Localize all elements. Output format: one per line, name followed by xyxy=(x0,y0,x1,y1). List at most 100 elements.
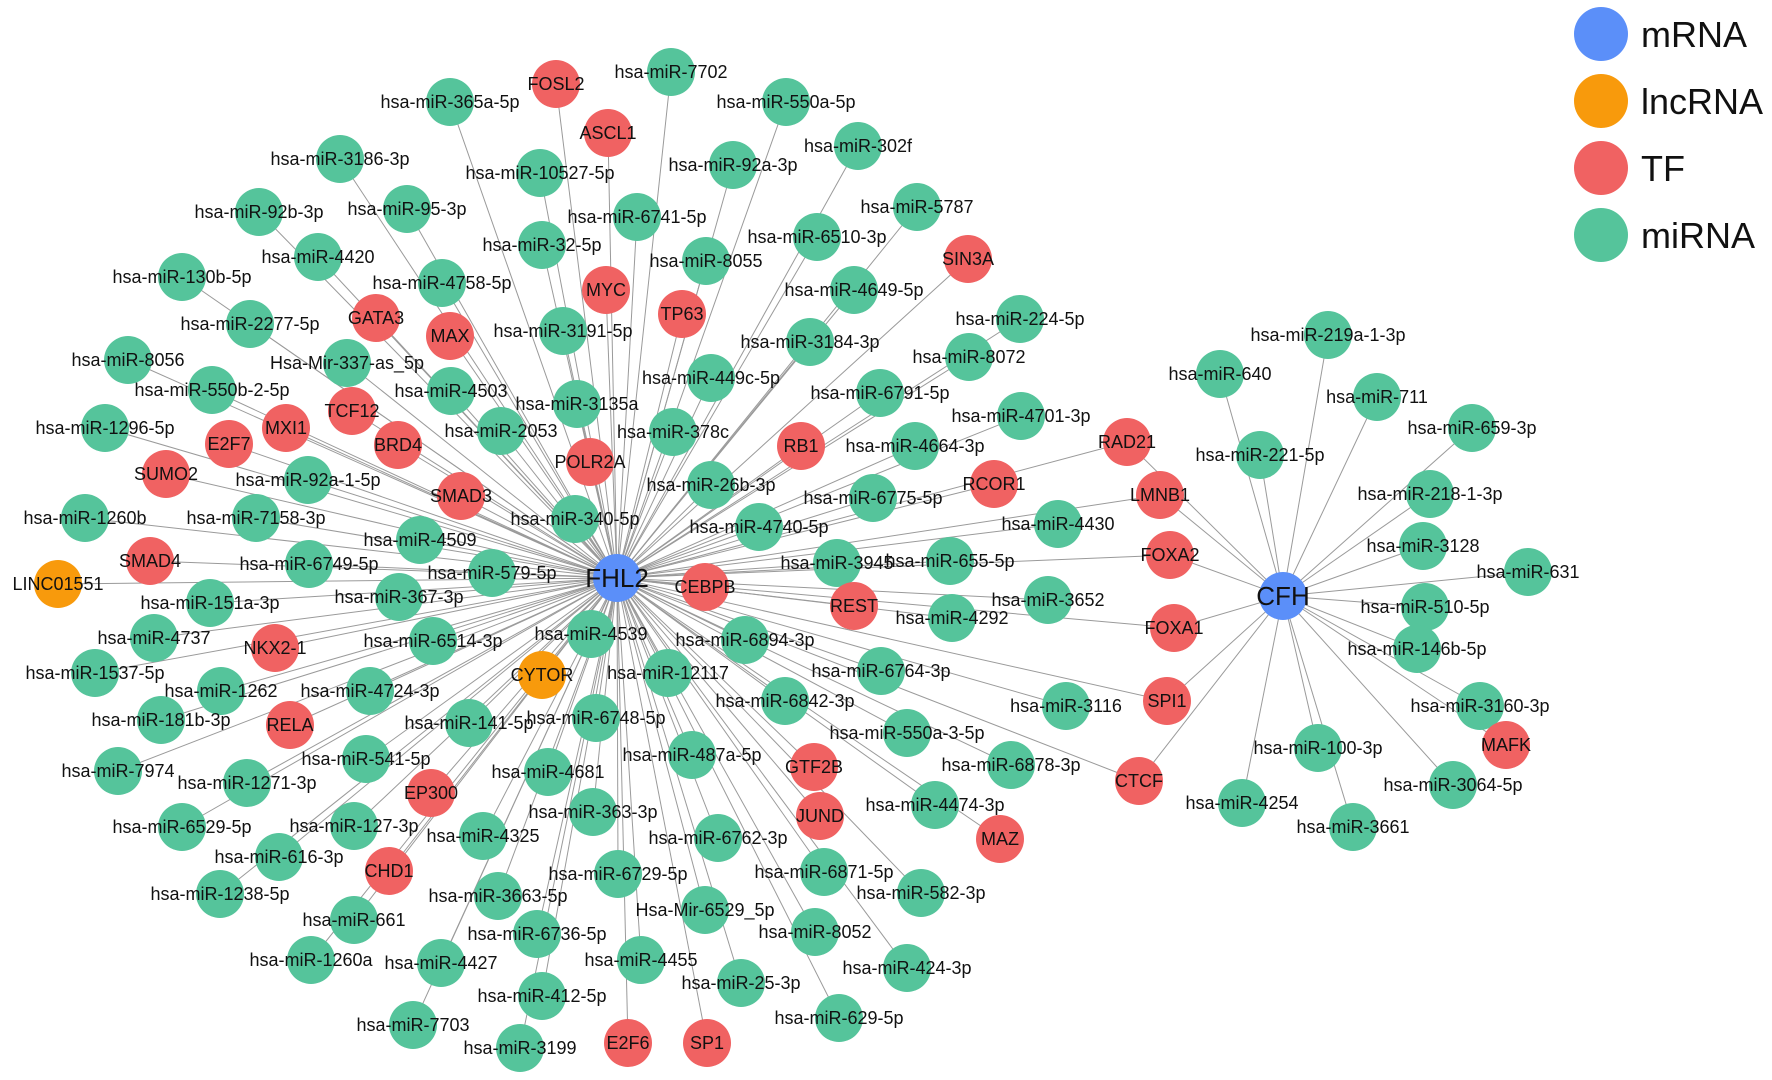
node-hsa-mir-6871-5p[interactable]: hsa-miR-6871-5p xyxy=(754,848,894,896)
node-rb1[interactable]: RB1 xyxy=(777,422,825,470)
node-hsa-mir-3199[interactable]: hsa-miR-3199 xyxy=(463,1024,577,1072)
node-lmnb1[interactable]: LMNB1 xyxy=(1130,471,1190,519)
node-hsa-mir-6878-3p[interactable]: hsa-miR-6878-3p xyxy=(941,741,1081,789)
node-hsa-mir-550b-2-5p[interactable]: hsa-miR-550b-2-5p xyxy=(134,366,290,414)
node-polr2a[interactable]: POLR2A xyxy=(554,438,626,486)
node-hsa-mir-7702[interactable]: hsa-miR-7702 xyxy=(614,48,728,96)
node-hsa-mir-510-5p[interactable]: hsa-miR-510-5p xyxy=(1360,583,1490,631)
node-spi1[interactable]: SPI1 xyxy=(1143,677,1191,725)
node-ep300[interactable]: EP300 xyxy=(404,769,458,817)
node-hsa-mir-92a-1-5p[interactable]: hsa-miR-92a-1-5p xyxy=(235,456,381,504)
node-hsa-mir-378c[interactable]: hsa-miR-378c xyxy=(617,408,729,456)
node-hsa-mir-412-5p[interactable]: hsa-miR-412-5p xyxy=(477,972,607,1020)
node-hsa-mir-4292[interactable]: hsa-miR-4292 xyxy=(895,594,1009,642)
node-hsa-mir-4430[interactable]: hsa-miR-4430 xyxy=(1001,500,1115,548)
node-hsa-mir-92b-3p[interactable]: hsa-miR-92b-3p xyxy=(194,188,324,236)
node-hsa-mir-6764-3p[interactable]: hsa-miR-6764-3p xyxy=(811,647,951,695)
node-hsa-mir-629-5p[interactable]: hsa-miR-629-5p xyxy=(774,994,904,1042)
node-hsa-mir-1271-3p[interactable]: hsa-miR-1271-3p xyxy=(177,759,317,807)
node-hsa-mir-6775-5p[interactable]: hsa-miR-6775-5p xyxy=(803,474,943,522)
node-hsa-mir-1296-5p[interactable]: hsa-miR-1296-5p xyxy=(35,404,175,452)
node-hsa-mir-340-5p[interactable]: hsa-miR-340-5p xyxy=(510,495,640,543)
node-hsa-mir-365a-5p[interactable]: hsa-miR-365a-5p xyxy=(380,78,520,126)
node-hsa-mir-3945[interactable]: hsa-miR-3945 xyxy=(780,539,894,587)
node-hsa-mir-1262[interactable]: hsa-miR-1262 xyxy=(164,667,278,715)
node-rest[interactable]: REST xyxy=(830,582,878,630)
node-hsa-mir-6736-5p[interactable]: hsa-miR-6736-5p xyxy=(467,910,607,958)
hub-node-fhl2[interactable]: FHL2 xyxy=(585,554,649,602)
node-smad3[interactable]: SMAD3 xyxy=(430,472,492,520)
node-hsa-mir-1238-5p[interactable]: hsa-miR-1238-5p xyxy=(150,870,290,918)
node-hsa-mir-631[interactable]: hsa-miR-631 xyxy=(1476,548,1580,596)
node-ascl1[interactable]: ASCL1 xyxy=(579,109,637,157)
node-hsa-mir-8052[interactable]: hsa-miR-8052 xyxy=(758,908,872,956)
node-hsa-mir-6741-5p[interactable]: hsa-miR-6741-5p xyxy=(567,193,707,241)
node-hsa-mir-3160-3p[interactable]: hsa-miR-3160-3p xyxy=(1410,682,1550,730)
node-hsa-mir-3652[interactable]: hsa-miR-3652 xyxy=(991,576,1105,624)
node-hsa-mir-12117[interactable]: hsa-miR-12117 xyxy=(607,649,729,697)
node-hsa-mir-4664-3p[interactable]: hsa-miR-4664-3p xyxy=(845,422,985,470)
node-hsa-mir-661[interactable]: hsa-miR-661 xyxy=(302,896,406,944)
node-hsa-mir-32-5p[interactable]: hsa-miR-32-5p xyxy=(482,221,602,269)
hub-node-cfh[interactable]: CFH xyxy=(1256,572,1310,620)
node-hsa-mir-3116[interactable]: hsa-miR-3116 xyxy=(1010,682,1122,730)
node-hsa-mir-337-as-5p[interactable]: Hsa-Mir-337-as_5p xyxy=(270,339,424,387)
node-hsa-mir-127-3p[interactable]: hsa-miR-127-3p xyxy=(289,802,419,850)
node-hsa-mir-6894-3p[interactable]: hsa-miR-6894-3p xyxy=(675,616,815,664)
node-hsa-mir-1260b[interactable]: hsa-miR-1260b xyxy=(23,494,147,542)
node-hsa-mir-367-3p[interactable]: hsa-miR-367-3p xyxy=(334,573,464,621)
node-hsa-mir-95-3p[interactable]: hsa-miR-95-3p xyxy=(347,185,467,233)
node-hsa-mir-579-5p[interactable]: hsa-miR-579-5p xyxy=(427,549,557,597)
node-sin3a[interactable]: SIN3A xyxy=(942,235,994,283)
node-fosl2[interactable]: FOSL2 xyxy=(527,60,585,108)
node-rad21[interactable]: RAD21 xyxy=(1098,418,1156,466)
node-hsa-mir-363-3p[interactable]: hsa-miR-363-3p xyxy=(528,788,658,836)
node-hsa-mir-582-3p[interactable]: hsa-miR-582-3p xyxy=(856,869,986,917)
node-hsa-mir-487a-5p[interactable]: hsa-miR-487a-5p xyxy=(622,731,762,779)
node-hsa-mir-616-3p[interactable]: hsa-miR-616-3p xyxy=(214,833,344,881)
node-cebpb[interactable]: CEBPB xyxy=(674,563,736,611)
node-hsa-mir-10527-5p[interactable]: hsa-miR-10527-5p xyxy=(465,149,615,197)
node-hsa-mir-4740-5p[interactable]: hsa-miR-4740-5p xyxy=(689,503,829,551)
node-hsa-mir-221-5p[interactable]: hsa-miR-221-5p xyxy=(1195,431,1325,479)
node-hsa-mir-92a-3p[interactable]: hsa-miR-92a-3p xyxy=(668,141,798,189)
node-foxa1[interactable]: FOXA1 xyxy=(1144,604,1204,652)
node-hsa-mir-25-3p[interactable]: hsa-miR-25-3p xyxy=(681,959,801,1007)
node-hsa-mir-4427[interactable]: hsa-miR-4427 xyxy=(384,939,498,987)
node-hsa-mir-6762-3p[interactable]: hsa-miR-6762-3p xyxy=(648,814,788,862)
node-hsa-mir-8072[interactable]: hsa-miR-8072 xyxy=(912,333,1026,381)
node-hsa-mir-181b-3p[interactable]: hsa-miR-181b-3p xyxy=(91,696,231,744)
node-hsa-mir-4539[interactable]: hsa-miR-4539 xyxy=(534,610,648,658)
node-brd4[interactable]: BRD4 xyxy=(374,421,422,469)
node-hsa-mir-4701-3p[interactable]: hsa-miR-4701-3p xyxy=(951,392,1091,440)
node-hsa-mir-4254[interactable]: hsa-miR-4254 xyxy=(1185,779,1299,827)
node-mafk[interactable]: MAFK xyxy=(1481,721,1531,769)
node-hsa-mir-4649-5p[interactable]: hsa-miR-4649-5p xyxy=(784,266,924,314)
node-hsa-mir-4758-5p[interactable]: hsa-miR-4758-5p xyxy=(372,259,512,307)
node-hsa-mir-4724-3p[interactable]: hsa-miR-4724-3p xyxy=(300,667,440,715)
node-linc01551[interactable]: LINC01551 xyxy=(12,560,104,608)
node-hsa-mir-224-5p[interactable]: hsa-miR-224-5p xyxy=(955,295,1085,343)
node-hsa-mir-3128[interactable]: hsa-miR-3128 xyxy=(1366,522,1480,570)
node-sp1[interactable]: SP1 xyxy=(683,1019,731,1067)
node-jund[interactable]: JUND xyxy=(796,792,844,840)
node-hsa-mir-4474-3p[interactable]: hsa-miR-4474-3p xyxy=(865,781,1005,829)
node-hsa-mir-449c-5p[interactable]: hsa-miR-449c-5p xyxy=(642,354,780,402)
node-e2f6[interactable]: E2F6 xyxy=(604,1019,652,1067)
node-hsa-mir-3184-3p[interactable]: hsa-miR-3184-3p xyxy=(740,318,880,366)
node-tp63[interactable]: TP63 xyxy=(658,290,706,338)
node-hsa-mir-3661[interactable]: hsa-miR-3661 xyxy=(1296,803,1410,851)
node-hsa-mir-6842-3p[interactable]: hsa-miR-6842-3p xyxy=(715,677,855,725)
node-hsa-mir-4503[interactable]: hsa-miR-4503 xyxy=(394,367,508,415)
node-hsa-mir-640[interactable]: hsa-miR-640 xyxy=(1168,350,1272,398)
node-hsa-mir-6529-5p[interactable]: Hsa-Mir-6529_5p xyxy=(635,886,775,934)
node-mxi1[interactable]: MXI1 xyxy=(262,404,310,452)
node-ctcf[interactable]: CTCF xyxy=(1115,757,1163,805)
node-hsa-mir-6791-5p[interactable]: hsa-miR-6791-5p xyxy=(810,369,950,417)
node-hsa-mir-4420[interactable]: hsa-miR-4420 xyxy=(261,233,375,281)
node-hsa-mir-4455[interactable]: hsa-miR-4455 xyxy=(584,936,698,984)
node-smad4[interactable]: SMAD4 xyxy=(119,537,181,585)
node-gata3[interactable]: GATA3 xyxy=(348,294,404,342)
node-hsa-mir-6749-5p[interactable]: hsa-miR-6749-5p xyxy=(239,540,379,588)
node-tcf12[interactable]: TCF12 xyxy=(324,387,380,435)
